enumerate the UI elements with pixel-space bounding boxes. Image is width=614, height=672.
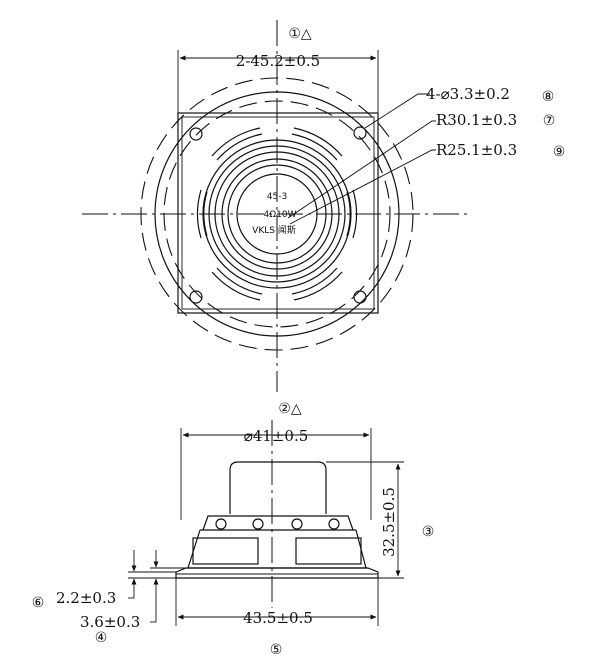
mark-7: ⑦	[543, 113, 556, 129]
basket-hole-3	[291, 518, 303, 530]
magnet-body	[229, 461, 327, 514]
mark-1: ①△	[288, 26, 312, 42]
dim-width-text: 43.5±0.5	[243, 609, 313, 627]
basket-hole-1	[215, 518, 227, 530]
mark-3: ③	[422, 524, 435, 540]
mark-5: ⑤	[270, 642, 283, 658]
label-model: 45-3	[267, 192, 287, 202]
basket-hole-2	[252, 518, 264, 530]
mark-2: ②△	[278, 401, 302, 417]
dim-diameter-text: ⌀41±0.5	[244, 427, 309, 445]
leader-r25	[289, 149, 436, 225]
cone-ring-5	[227, 164, 327, 264]
mark-4: ④	[95, 630, 108, 646]
mark-8: ⑧	[542, 89, 555, 105]
mark-9: ⑨	[553, 144, 566, 160]
surround-slots	[196, 127, 358, 301]
basket-hole-4	[328, 518, 340, 530]
top-view: 45-3 4Ω10W VKLS 闻斯 2-45.2±0.5 ①△ ②△ 4-⌀3…	[82, 20, 565, 417]
dim-r25-text: R25.1±0.3	[436, 141, 517, 159]
label-brand: VKLS 闻斯	[252, 224, 296, 236]
inner-dashed-circle-r25	[163, 100, 391, 328]
frame-window-right	[295, 537, 362, 565]
cone-ring-1	[202, 139, 352, 289]
cone-ring-2	[208, 145, 346, 283]
side-view: ⌀41±0.5 32.5±0.5 ③ 2.2±0.3 3	[32, 420, 435, 658]
cone-ring-3	[214, 151, 340, 277]
mount-hole-bottom-right	[353, 290, 367, 304]
dim-r30-text: R30.1±0.3	[436, 111, 517, 129]
outer-surround-circle	[154, 91, 400, 337]
leader-r30	[287, 120, 436, 219]
cone-ring-4	[221, 158, 333, 270]
mount-hole-top-right	[353, 126, 367, 140]
dim-holes-text: 4-⌀3.3±0.2	[426, 85, 510, 103]
basket-top	[202, 515, 354, 531]
mount-hole-bottom-left	[189, 290, 203, 304]
mount-hole-top-left	[189, 127, 203, 141]
leader-holes	[364, 93, 430, 129]
dim-mount-spacing-text: 2-45.2±0.5	[236, 52, 320, 70]
frame-body	[187, 529, 367, 569]
label-spec: 4Ω10W	[264, 210, 297, 220]
dim-height-text: 32.5±0.5	[380, 487, 398, 557]
square-frame-inner	[181, 116, 375, 310]
square-frame	[177, 112, 379, 314]
mark-6: ⑥	[32, 595, 45, 611]
dim-flange-thickness-text: 2.2±0.3	[56, 589, 116, 607]
frame-window-left	[192, 537, 259, 565]
dust-cap	[236, 173, 318, 255]
outer-dashed-circle-r30	[140, 77, 414, 351]
dim-flange-step-text: 3.6±0.3	[80, 613, 140, 631]
flange	[175, 567, 379, 579]
